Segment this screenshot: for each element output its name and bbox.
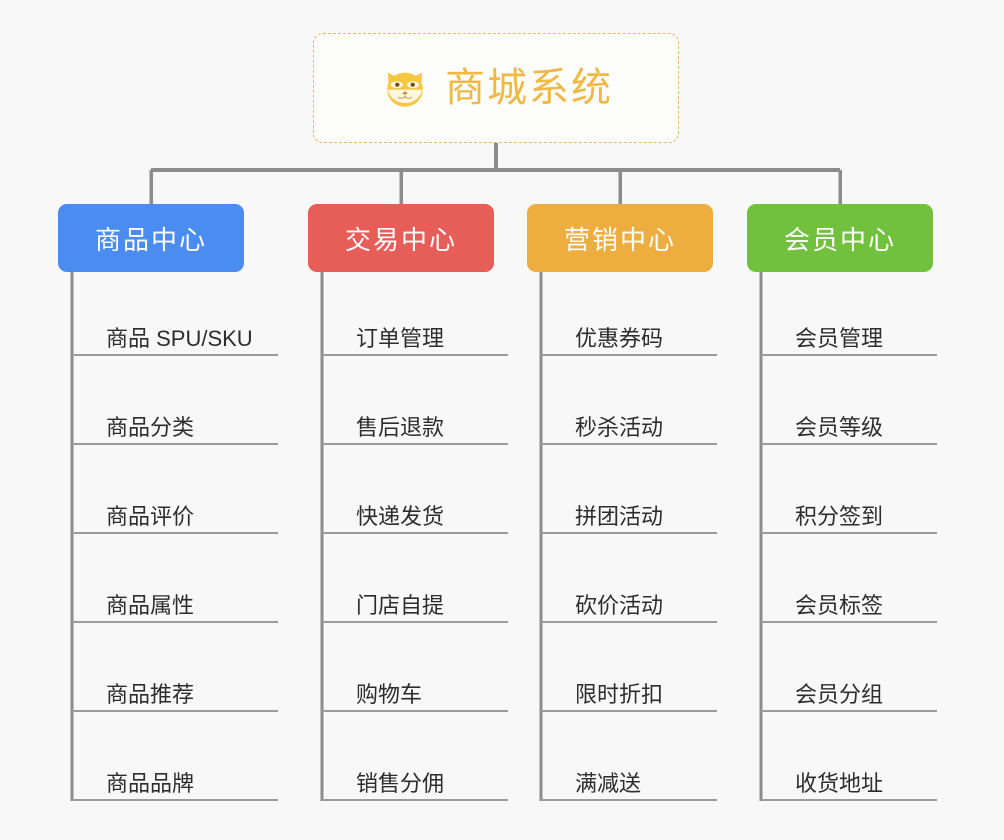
category-header-2[interactable]: 交易中心 [308,204,494,272]
leaf-item[interactable]: 快递发货 [322,478,508,534]
leaf-item-label: 销售分佣 [356,770,445,796]
leaf-item-label: 会员分组 [795,681,884,707]
leaf-item-label: 购物车 [356,681,423,707]
leaf-item[interactable]: 会员等级 [761,389,937,445]
leaf-item[interactable]: 砍价活动 [541,567,717,623]
leaf-item[interactable]: 会员分组 [761,656,937,712]
leaf-item[interactable]: 商品属性 [72,567,278,623]
leaf-item-label: 限时折扣 [575,681,664,707]
leaf-item[interactable]: 满减送 [541,745,717,801]
leaf-item-label: 商品品牌 [106,770,195,796]
category-header-4[interactable]: 会员中心 [747,204,933,272]
shiba-dog-face-icon [387,72,423,107]
leaf-item-label: 商品评价 [106,503,195,529]
leaf-item-label: 收货地址 [795,770,884,796]
leaf-item[interactable]: 门店自提 [322,567,508,623]
leaf-item[interactable]: 秒杀活动 [541,389,717,445]
leaf-item-label: 秒杀活动 [575,414,664,440]
leaf-item[interactable]: 会员标签 [761,567,937,623]
leaf-item[interactable]: 购物车 [322,656,508,712]
leaf-item[interactable]: 商品推荐 [72,656,278,712]
root-title: 商城系统 [445,66,613,110]
root-node[interactable]: 商城系统 [313,33,679,143]
leaf-item[interactable]: 拼团活动 [541,478,717,534]
leaf-item-label: 会员管理 [795,325,884,351]
leaf-item[interactable]: 会员管理 [761,300,937,356]
leaf-item[interactable]: 商品评价 [72,478,278,534]
leaf-item-label: 会员标签 [795,592,884,618]
leaf-item[interactable]: 售后退款 [322,389,508,445]
leaf-item[interactable]: 优惠券码 [541,300,717,356]
leaf-item-label: 砍价活动 [575,592,664,618]
leaf-item[interactable]: 商品品牌 [72,745,278,801]
leaf-item-label: 会员等级 [795,414,884,440]
leaf-item[interactable]: 限时折扣 [541,656,717,712]
leaf-item-label: 商品分类 [106,414,195,440]
leaf-item[interactable]: 订单管理 [322,300,508,356]
leaf-item-label: 商品属性 [106,592,195,618]
leaf-item-label: 订单管理 [356,325,445,351]
leaf-item-label: 商品推荐 [106,681,195,707]
leaf-item-label: 商品 SPU/SKU [106,325,253,351]
leaf-item-label: 门店自提 [356,592,445,618]
leaf-item-label: 拼团活动 [575,503,664,529]
leaf-item-label: 满减送 [575,770,642,796]
leaf-item[interactable]: 收货地址 [761,745,937,801]
leaf-item[interactable]: 商品分类 [72,389,278,445]
leaf-item-label: 售后退款 [356,414,445,440]
leaf-item[interactable]: 销售分佣 [322,745,508,801]
leaf-item[interactable]: 积分签到 [761,478,937,534]
leaf-item-label: 快递发货 [356,503,445,529]
leaf-item[interactable]: 商品 SPU/SKU [72,300,278,356]
category-header-3[interactable]: 营销中心 [527,204,713,272]
category-header-1[interactable]: 商品中心 [58,204,244,272]
leaf-item-label: 积分签到 [795,503,884,529]
leaf-item-label: 优惠券码 [575,325,664,351]
